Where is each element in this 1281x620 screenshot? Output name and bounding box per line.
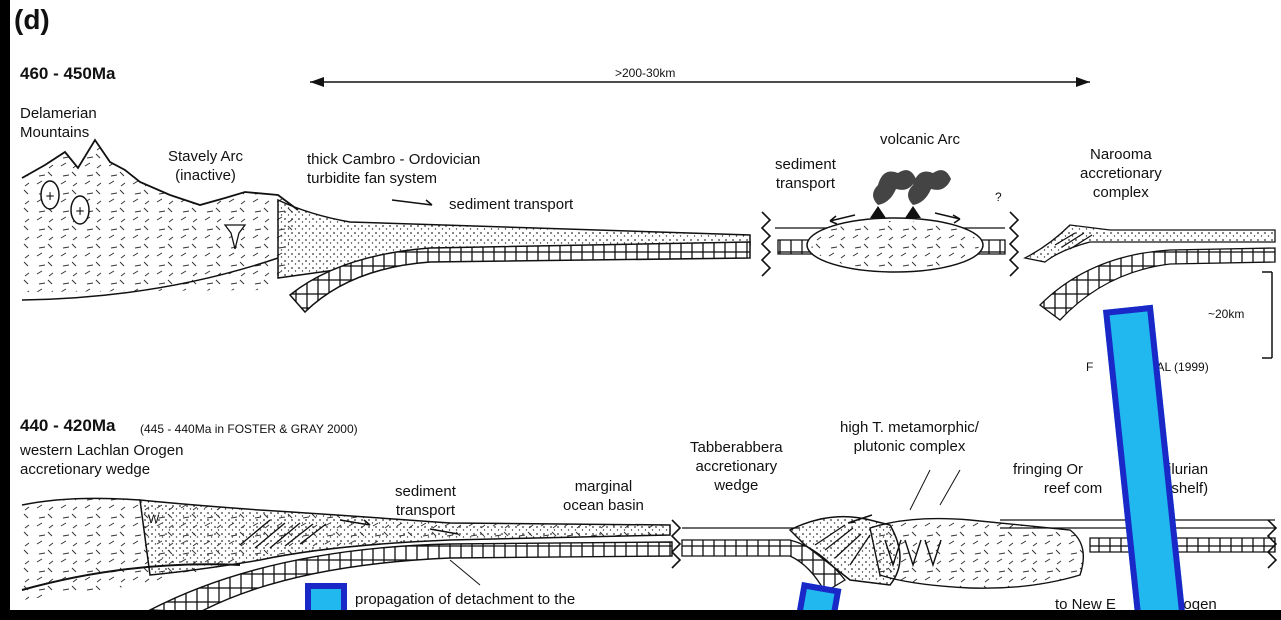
svg-text:+: + (45, 189, 55, 203)
tabberabbera-wedge (682, 515, 900, 592)
diagram-panel: + + (10, 0, 1281, 610)
panel-letter: (d) (14, 4, 50, 36)
narooma-label: Narooma accretionary complex (1080, 145, 1162, 202)
depth-scale-label: ~20km (1208, 305, 1244, 324)
sediment-transport-label-1: sediment transport (449, 195, 573, 214)
lower-age-label: 440 - 420Ma (20, 416, 115, 435)
w-label: W (148, 510, 159, 529)
high-t-label: high T. metamorphic/ plutonic complex (840, 418, 979, 456)
sediment-transport-label-2: sediment transport (775, 155, 836, 193)
western-lachlan-label: western Lachlan Orogen accretionary wedg… (20, 441, 183, 479)
volcanic-arc-label: volcanic Arc (880, 130, 960, 149)
upper-age-label: 460 - 450Ma (20, 64, 115, 83)
scale-distance-label: >200-30km (615, 64, 675, 83)
lower-sediment-transport-label: sediment transport (395, 482, 456, 520)
delamerian-mountains: + + (22, 140, 298, 300)
propagation-label: propagation of detachment to the (355, 590, 575, 609)
delamerian-label: Delamerian Mountains (20, 104, 97, 142)
fringing-reef-label: fringing Or ian - Silurian reef com ass … (1013, 460, 1208, 498)
lower-age-note: (445 - 440Ma in FOSTER & GRAY 2000) (140, 420, 358, 439)
svg-text:+: + (75, 204, 85, 218)
marginal-basin-label: marginal ocean basin (563, 477, 644, 515)
overlay-bar-left (305, 583, 347, 610)
stavely-arc-label: Stavely Arc (inactive) (168, 147, 243, 185)
question-label: ? (995, 188, 1002, 207)
tabberabbera-label: Tabberabbera accretionary wedge (690, 438, 783, 495)
turbidite-fan-label: thick Cambro - Ordovician turbidite fan … (307, 150, 480, 188)
cross-section-drawing: + + (10, 0, 1281, 610)
